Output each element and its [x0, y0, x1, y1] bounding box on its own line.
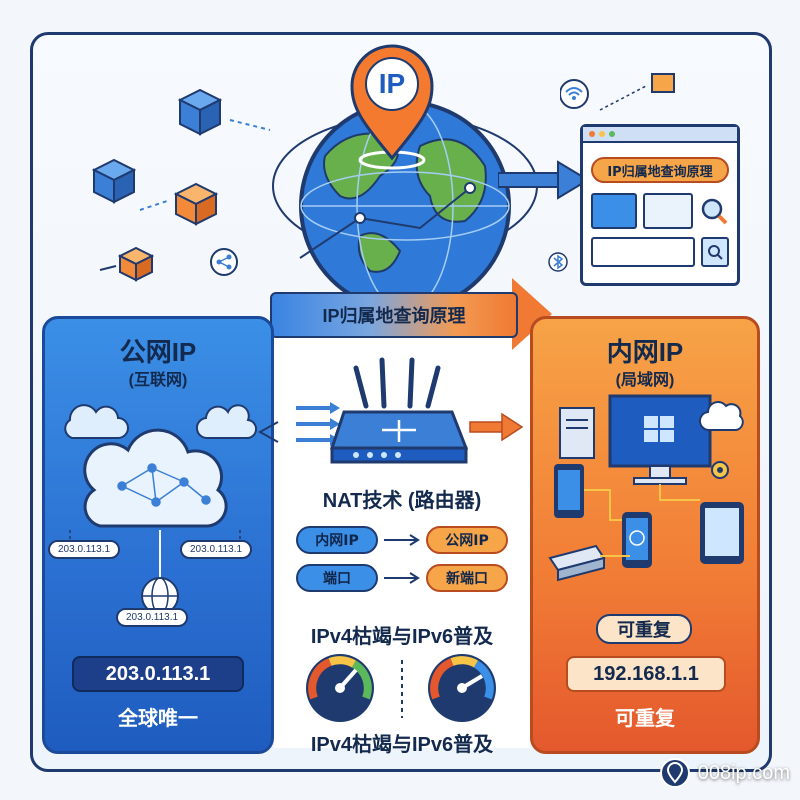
- exhaustion-title-bottom: IPv4枯竭与IPv6普及: [310, 734, 494, 756]
- private-ip-subtitle: (局域网): [615, 372, 675, 389]
- window-dot-icon: [599, 131, 605, 137]
- gauge-icon: [306, 654, 374, 722]
- public-ip-subtitle: (互联网): [128, 372, 188, 389]
- arrow-right-icon: [384, 534, 420, 546]
- gear-icon: [711, 461, 729, 479]
- window-dot-icon: [609, 131, 615, 137]
- map-thumbnail: [591, 193, 637, 229]
- cloud-icon: [64, 404, 129, 439]
- public-ip-caption: 全球唯一: [118, 708, 198, 730]
- arrow-to-browser: [498, 160, 590, 200]
- public-ip-title: 公网IP: [119, 337, 197, 367]
- browser-content-row: [591, 193, 729, 229]
- smartphone-icon: [554, 464, 584, 518]
- window-dot-icon: [589, 131, 595, 137]
- cloud-network-illustration: [64, 404, 257, 615]
- phone-icon: [622, 512, 652, 568]
- gauges-illustration: [306, 654, 496, 722]
- magnifier-icon: [699, 193, 729, 229]
- location-pin-icon: [350, 44, 434, 161]
- private-ip-value: 192.168.1.1: [566, 656, 726, 692]
- globe-illustration: [272, 44, 538, 298]
- cloud-icon: [196, 404, 257, 440]
- wifi-icon: [560, 73, 675, 111]
- public-ip-node-bottom: 203.0.113.1: [116, 608, 189, 627]
- router-illustration: [296, 357, 524, 464]
- blue-cube-icon: [91, 158, 137, 204]
- router-icon: [329, 357, 469, 464]
- nat-title: NAT技术 (路由器): [322, 490, 482, 512]
- public-ip-node-left: 203.0.113.1: [48, 540, 121, 559]
- orange-cube-icon: [117, 246, 155, 282]
- private-ip-title: 内网IP: [606, 337, 684, 367]
- lan-devices-illustration: [548, 394, 744, 582]
- location-pin-icon: [659, 758, 690, 788]
- share-icon: [210, 248, 238, 276]
- ip-pin-label: IP: [378, 68, 406, 99]
- monitor-icon: [608, 394, 712, 485]
- search-row: [591, 237, 729, 267]
- footer-site-name[interactable]: 008ip.com: [697, 761, 790, 784]
- browser-titlebar: [583, 127, 737, 143]
- data-cubes-illustration: [91, 88, 271, 282]
- private-ip-caption: 可重复: [615, 708, 675, 730]
- public-ip-node-right: 203.0.113.1: [180, 540, 253, 559]
- result-lines: [643, 193, 693, 229]
- tablet-icon: [700, 502, 744, 564]
- browser-window: IP归属地查询原理: [580, 124, 740, 286]
- network-switch-icon: [548, 544, 606, 582]
- server-tower-icon: [559, 407, 595, 459]
- search-icon: [701, 237, 729, 267]
- private-ip-badge: 可重复: [596, 614, 692, 644]
- nat-public-ip-tag: 公网IP: [426, 526, 508, 554]
- network-cloud-icon: [83, 428, 228, 528]
- orange-box-icon: [651, 73, 675, 93]
- orange-cube-icon: [173, 182, 219, 226]
- gauge-icon: [428, 654, 496, 722]
- cloud-wifi-icon: [699, 401, 744, 432]
- blue-cube-icon: [177, 88, 223, 136]
- bluetooth-icon: [548, 252, 568, 272]
- arrow-right-icon: [384, 572, 420, 584]
- arrow-left-icon: [257, 421, 279, 443]
- globe-icon: [141, 577, 179, 615]
- search-field: [591, 237, 695, 267]
- footer-watermark: 008ip.com: [659, 758, 790, 788]
- exhaustion-title-top: IPv4枯竭与IPv6普及: [310, 626, 494, 648]
- title-banner: IP归属地查询原理: [270, 292, 518, 338]
- nat-port-tag: 端口: [296, 564, 378, 592]
- nat-private-ip-tag: 内网IP: [296, 526, 378, 554]
- nat-new-port-tag: 新端口: [426, 564, 508, 592]
- browser-title-badge: IP归属地查询原理: [591, 157, 729, 183]
- public-ip-value: 203.0.113.1: [72, 656, 244, 692]
